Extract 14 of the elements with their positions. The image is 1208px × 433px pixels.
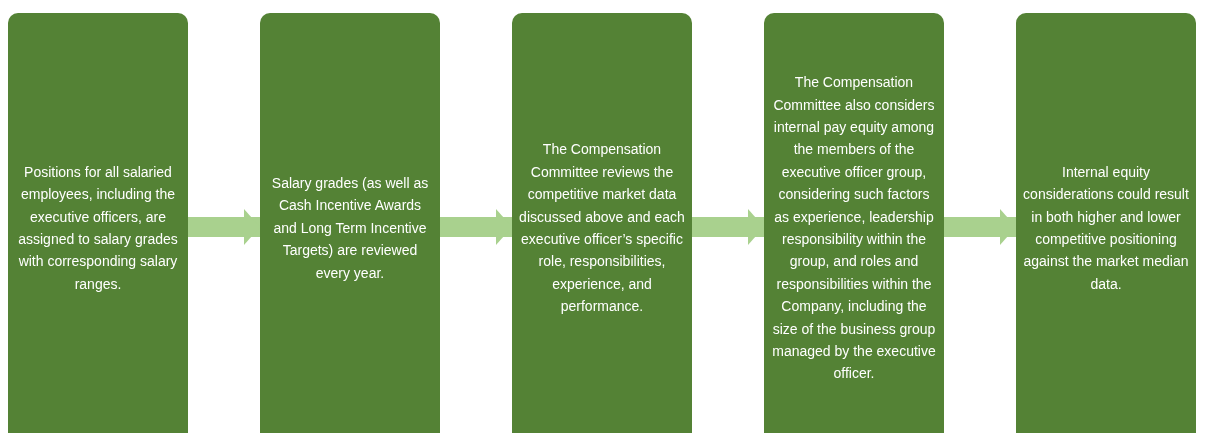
step-text: Positions for all salaried employees, including the executive officers, are assigned to salary grades with corresponding salary ranges. (17, 162, 179, 294)
step-text: The Compensation Committee reviews the competitive market data discussed above and each executive officer’s specific role, responsibilities, experience, and performance. (518, 140, 686, 317)
process-box (764, 13, 944, 433)
process-box (512, 13, 692, 433)
process-box (260, 13, 440, 433)
arrow (440, 209, 512, 245)
step-text: Internal equity considerations could result in both higher and lower competitive positioning against the market median data. (1022, 162, 1190, 294)
step-text: Salary grades (as well as Cash Incentive Awards and Long Term Incentive Targets) are reviewed every year. (270, 174, 430, 283)
arrow (188, 209, 260, 245)
arrow (944, 209, 1016, 245)
process-box (1016, 13, 1196, 433)
step-text: The Compensation Committee also considers internal pay equity among the members of the executive officer group, considering such factors as experience, leadership responsibility within the group, and roles and responsibilities within the Company, including the size of the business group managed by the executive officer. (771, 73, 937, 384)
process-box (8, 13, 188, 433)
arrow (692, 209, 764, 245)
